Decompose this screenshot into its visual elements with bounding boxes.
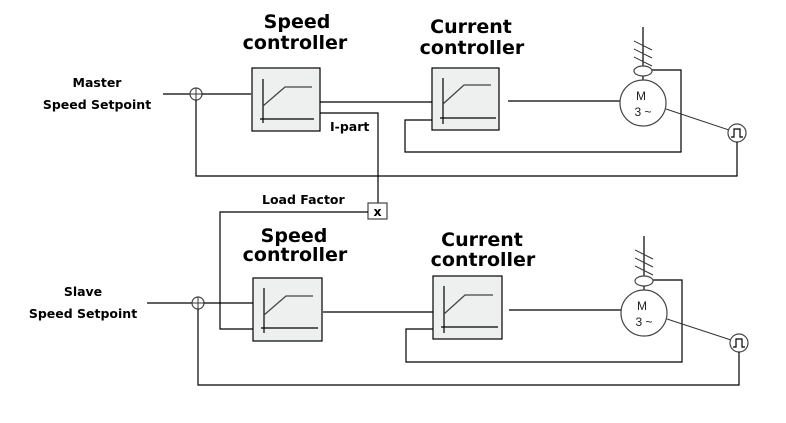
slave-current-controller-title-line2: controller: [431, 249, 536, 271]
master-speed-controller-title-line2: controller: [243, 32, 348, 54]
multiplier-symbol: x: [373, 204, 381, 219]
slave-speed-controller-block: [252, 277, 323, 342]
slave-motor-label-line1: M: [637, 299, 647, 313]
slave-setpoint-label-line1: Slave: [64, 284, 102, 299]
slave-speed-controller-title-line2: controller: [243, 244, 348, 266]
slave-current-controller-title-line1: Current: [441, 229, 523, 251]
master-setpoint-label-line1: Master: [73, 75, 123, 90]
master-speed-feedback-wire: [195, 100, 738, 177]
master-motor-label-line1: M: [636, 89, 646, 103]
master-current-feedback-wire: [404, 69, 682, 153]
slave-current-controller-block: [432, 275, 503, 340]
master-current-sensor-icon: [633, 65, 653, 77]
load-factor-coupling: Load Factor x: [219, 192, 388, 330]
master-current-limiter-ramp-icon: [440, 78, 496, 124]
i-part-label: I-part: [330, 119, 369, 134]
slave-encoder-coupling-wire: [666, 318, 732, 341]
master-drive: Master Speed Setpoint Speed controller C…: [43, 11, 747, 204]
slave-motor-label-line2: 3 ~: [635, 315, 652, 329]
master-summing-junction-icon: [189, 87, 203, 101]
master-speed-controller-block: [251, 67, 321, 132]
slave-current-sensor-icon: [634, 275, 654, 287]
slave-three-phase-motor-icon: M 3 ~: [620, 289, 668, 337]
master-speed-controller-title-line1: Speed: [264, 11, 331, 33]
slave-current-limiter-ramp-icon: [441, 286, 498, 333]
master-motor-label-line2: 3 ~: [634, 105, 651, 119]
master-i-part-wire: [320, 112, 379, 204]
slave-current-feedback-wire: [405, 279, 683, 363]
multiplier-block: x: [367, 202, 388, 220]
master-setpoint-label-line2: Speed Setpoint: [43, 97, 151, 112]
load-factor-label: Load Factor: [262, 192, 346, 207]
slave-speed-limiter-ramp-icon: [261, 288, 318, 333]
slave-setpoint-label-line2: Speed Setpoint: [29, 306, 137, 321]
master-current-controller-block: [431, 67, 500, 131]
master-current-controller-title-line2: controller: [420, 37, 525, 59]
slave-speed-controller-title-line1: Speed: [261, 225, 328, 247]
master-current-controller-title-line1: Current: [430, 16, 512, 38]
master-three-phase-motor-icon: M 3 ~: [619, 79, 667, 127]
master-speed-limiter-ramp-icon: [260, 79, 314, 123]
slave-speed-feedback-wire: [197, 309, 740, 386]
master-encoder-coupling-wire: [665, 108, 730, 131]
slave-pulse-encoder-icon: [729, 333, 749, 353]
load-factor-wire: [219, 211, 368, 330]
master-pulse-encoder-icon: [727, 123, 747, 143]
slave-drive: Slave Speed Setpoint Speed controller Cu…: [29, 225, 749, 386]
slave-summing-junction-icon: [191, 296, 205, 310]
